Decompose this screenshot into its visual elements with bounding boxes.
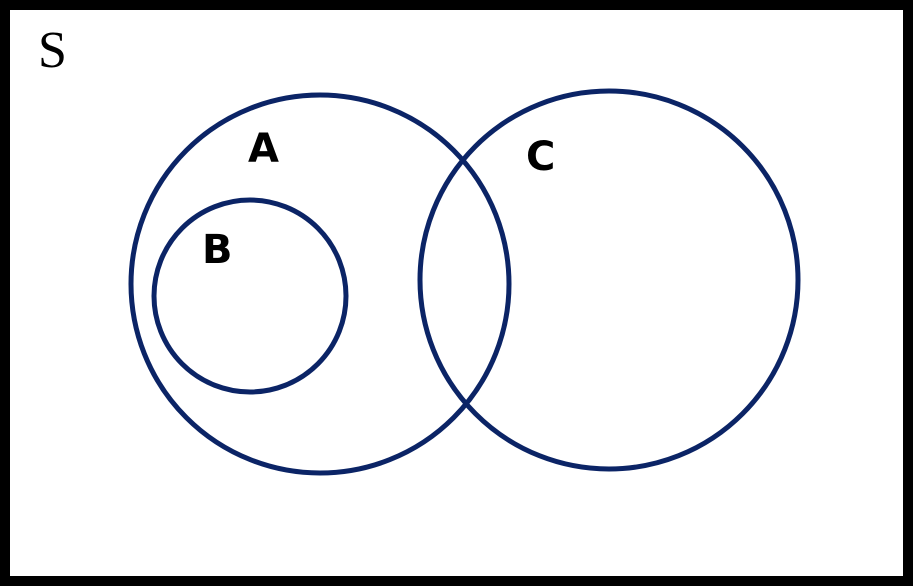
set-c-label: C — [526, 134, 555, 180]
universal-set-label: S — [38, 22, 67, 79]
set-b-circle — [151, 197, 349, 395]
set-b-label: B — [202, 227, 233, 273]
set-a-circle — [128, 92, 512, 476]
set-c-circle — [417, 88, 801, 472]
set-a-label: A — [248, 126, 279, 172]
